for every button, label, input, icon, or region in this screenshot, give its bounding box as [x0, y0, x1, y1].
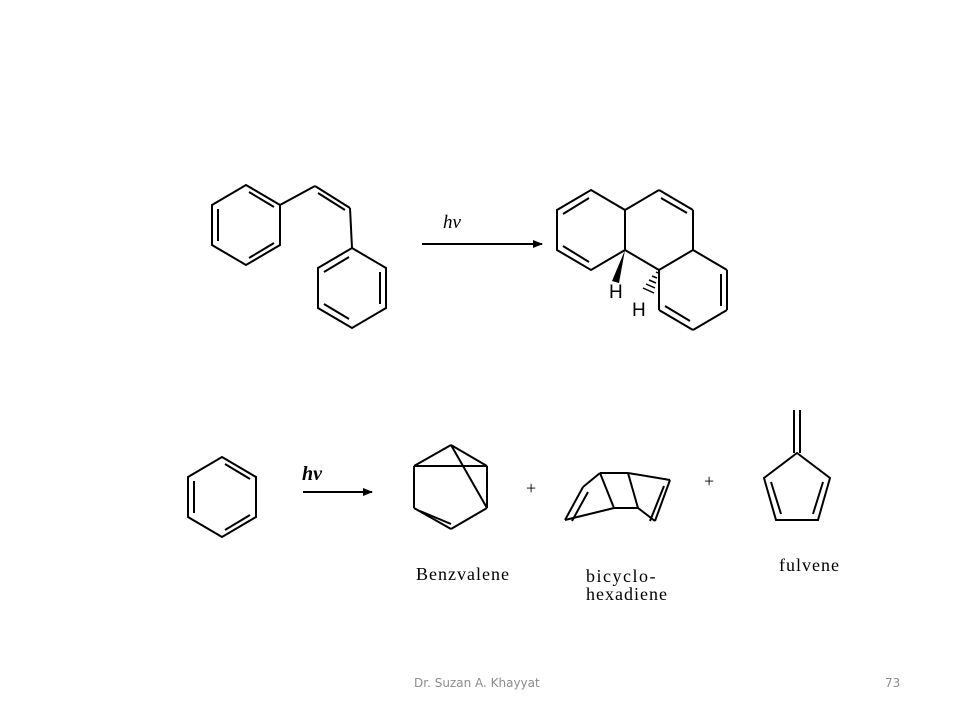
hashed-bond: [642, 271, 659, 294]
wedge-bond: [612, 250, 625, 283]
hv-label-reaction-2: hv: [302, 463, 323, 485]
bicyclohexadiene-structure: [564, 472, 671, 522]
bicyclohexadiene-label-line-2: hexadiene: [586, 584, 668, 604]
footer-author: Dr. Suzan A. Khayyat: [414, 676, 540, 690]
benzvalene-label: Benzvalene: [416, 564, 510, 584]
cis-stilbene-structure: [211, 183, 387, 330]
benzene-structure: [187, 455, 257, 539]
bicyclohexadiene-label-line-1: bicyclo-: [586, 566, 657, 586]
fulvene-label: fulvene: [779, 555, 840, 575]
plus-sign: +: [526, 478, 536, 498]
dihydrophenanthrene-structure: [556, 188, 728, 331]
h-atom-label: H: [632, 300, 646, 321]
page-number: 73: [885, 676, 901, 690]
fulvene-structure: [762, 410, 832, 521]
h-atom-label: H: [609, 282, 623, 303]
benzvalene-structure: [413, 444, 488, 530]
hv-label-reaction-1: hv: [443, 212, 462, 233]
plus-sign: +: [704, 471, 714, 491]
